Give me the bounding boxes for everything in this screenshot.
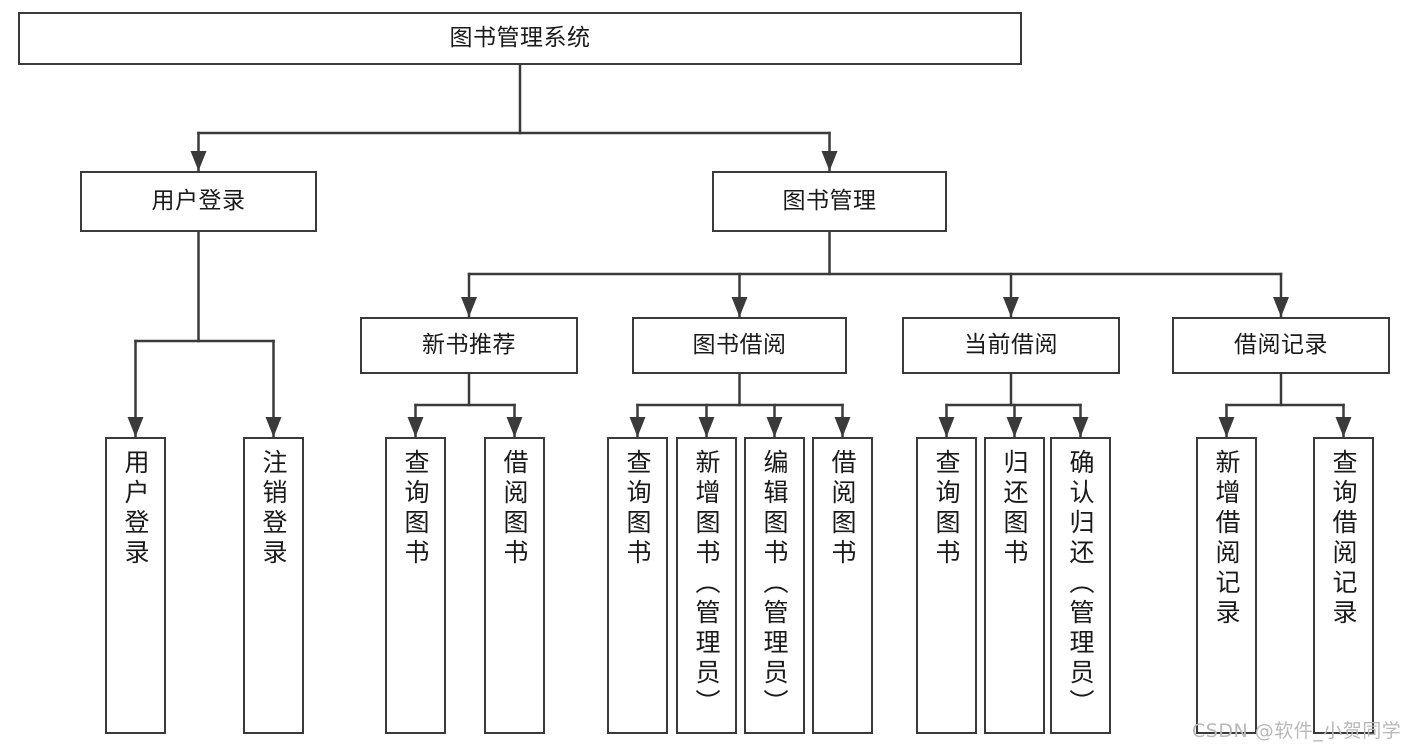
node-label: 借阅记录 <box>1234 331 1328 358</box>
node-label: 图书管理系统 <box>449 24 591 51</box>
arrow-icon-new-book-rec <box>461 297 477 317</box>
csdn-watermark: CSDN @软件_小贺同学 <box>1192 720 1402 742</box>
node-label: 当前借阅 <box>964 331 1058 358</box>
node-label: 查询图书 <box>401 449 430 569</box>
arrow-icon-leaf-cur-confirm <box>1072 417 1089 437</box>
node-user-login[interactable]: 用户登录 <box>80 171 317 232</box>
node-label: 新增借阅记录 <box>1212 449 1241 629</box>
node-leaf-rec-search[interactable]: 查询借阅记录 <box>1313 437 1374 734</box>
node-root[interactable]: 图书管理系统 <box>18 12 1022 65</box>
node-label: 新增图书（管理员） <box>692 449 721 719</box>
arrow-icon-leaf-borrow-add <box>698 417 715 437</box>
node-leaf-borrow-add[interactable]: 新增图书（管理员） <box>676 437 737 734</box>
node-current-borrow[interactable]: 当前借阅 <box>902 317 1120 374</box>
arrow-icon-current-borrow <box>1003 297 1019 317</box>
node-leaf-rec-query[interactable]: 查询图书 <box>385 437 446 734</box>
node-book-borrow[interactable]: 图书借阅 <box>632 317 847 374</box>
node-label: 查询图书 <box>932 449 961 569</box>
node-label: 用户登录 <box>151 187 246 214</box>
node-leaf-borrow-query[interactable]: 查询图书 <box>607 437 668 734</box>
node-leaf-cur-return[interactable]: 归还图书 <box>984 437 1045 734</box>
node-label: 借阅图书 <box>828 449 857 569</box>
arrow-icon-leaf-borrow-query <box>629 417 646 437</box>
arrow-icon-borrow-record <box>1273 297 1289 317</box>
arrow-icon-leaf-rec-add <box>1218 417 1235 437</box>
arrow-icon-leaf-cur-query <box>938 417 955 437</box>
arrow-icon-leaf-borrow-lend <box>834 417 851 437</box>
node-label: 新书推荐 <box>422 331 516 358</box>
arrow-icon-leaf-rec-search <box>1335 417 1352 437</box>
arrow-icon-book-manage <box>821 151 838 171</box>
arrow-icon-leaf-rec-query <box>407 417 424 437</box>
node-label: 编辑图书（管理员） <box>760 449 789 719</box>
node-label: 注销登录 <box>259 449 288 569</box>
arrow-icon-user-login <box>190 151 207 171</box>
arrow-icon-leaf-rec-borrow <box>506 417 523 437</box>
node-new-book-rec[interactable]: 新书推荐 <box>360 317 578 374</box>
node-label: 用户登录 <box>121 449 150 569</box>
node-label: 借阅图书 <box>500 449 529 569</box>
node-borrow-record[interactable]: 借阅记录 <box>1172 317 1390 374</box>
node-leaf-cur-confirm[interactable]: 确认归还（管理员） <box>1050 437 1111 734</box>
node-leaf-rec-add[interactable]: 新增借阅记录 <box>1196 437 1257 734</box>
node-book-manage[interactable]: 图书管理 <box>712 171 947 232</box>
node-label: 归还图书 <box>1000 449 1029 569</box>
arrow-icon-leaf-cur-return <box>1006 417 1023 437</box>
arrow-icon-leaf-borrow-edit <box>766 417 783 437</box>
node-label: 确认归还（管理员） <box>1066 449 1095 719</box>
node-leaf-user-logout[interactable]: 注销登录 <box>243 437 304 734</box>
arrow-icon-book-borrow <box>731 297 748 317</box>
node-leaf-user-login[interactable]: 用户登录 <box>105 437 166 734</box>
node-leaf-rec-borrow[interactable]: 借阅图书 <box>484 437 545 734</box>
arrow-icon-leaf-user-login <box>127 417 144 437</box>
node-label: 查询借阅记录 <box>1329 449 1358 629</box>
arrow-icon-leaf-user-logout <box>265 417 282 437</box>
node-leaf-borrow-lend[interactable]: 借阅图书 <box>812 437 873 734</box>
node-label: 图书借阅 <box>692 331 787 358</box>
node-label: 图书管理 <box>782 187 877 214</box>
node-label: 查询图书 <box>623 449 652 569</box>
node-leaf-cur-query[interactable]: 查询图书 <box>916 437 977 734</box>
node-leaf-borrow-edit[interactable]: 编辑图书（管理员） <box>744 437 805 734</box>
